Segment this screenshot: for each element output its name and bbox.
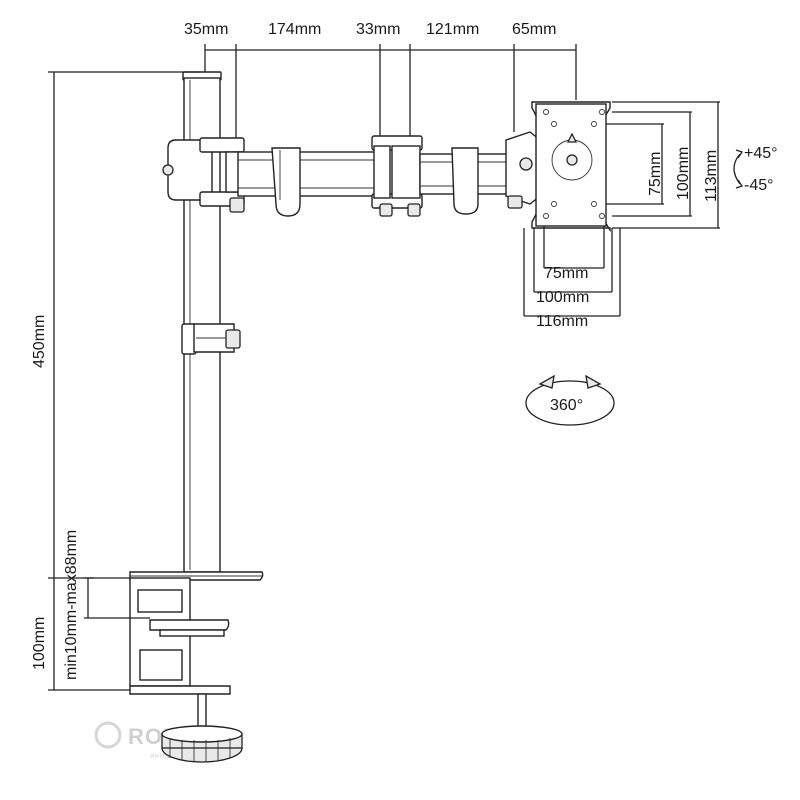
- vesa-plate: [531, 101, 611, 233]
- dim-vesa-width-100: 100mm: [536, 289, 589, 306]
- watermark-logo-icon: [94, 721, 122, 749]
- rotation-icon: [525, 380, 615, 426]
- tilt-down-label: -45°: [744, 177, 774, 194]
- vesa-height-dimension-lines: [606, 101, 720, 229]
- dim-vesa-height-75: 75mm: [647, 152, 664, 196]
- dim-vesa-width-75: 75mm: [544, 265, 588, 282]
- arm-segment-1: [237, 147, 379, 217]
- dim-vesa-height-113: 113mm: [703, 150, 720, 202]
- rotation-indicator: [525, 374, 615, 426]
- dim-clamp-range: min10mm-max88mm: [63, 530, 80, 680]
- elbow-joint: [371, 135, 423, 217]
- dim-arm-35: 35mm: [184, 21, 228, 38]
- tension-knob-icon: [162, 164, 174, 176]
- rotation-label: 360°: [550, 397, 583, 414]
- top-dimension-lines: [204, 44, 577, 138]
- tilt-arrow-icon: [733, 153, 741, 185]
- desk-clamp: [129, 571, 264, 763]
- dim-vesa-width-116: 116mm: [536, 313, 588, 330]
- clamp-dimension-lines: [48, 577, 150, 691]
- tilt-indicator: [733, 149, 744, 189]
- dim-vesa-height-100: 100mm: [675, 147, 692, 200]
- tilt-up-label: +45°: [744, 145, 778, 162]
- tilt-head: [505, 131, 541, 209]
- dim-pole-height: 450mm: [31, 315, 48, 368]
- dim-arm-33: 33mm: [356, 21, 400, 38]
- arm-segment-2: [419, 147, 513, 215]
- dim-arm-121: 121mm: [426, 21, 479, 38]
- dim-arm-65: 65mm: [512, 21, 556, 38]
- dim-clamp-height: 100mm: [31, 617, 48, 670]
- vesa-width-dimension-lines: [523, 226, 621, 317]
- shoulder-joint: [162, 137, 245, 213]
- dim-arm-174: 174mm: [268, 21, 321, 38]
- cable-clip: [181, 323, 241, 355]
